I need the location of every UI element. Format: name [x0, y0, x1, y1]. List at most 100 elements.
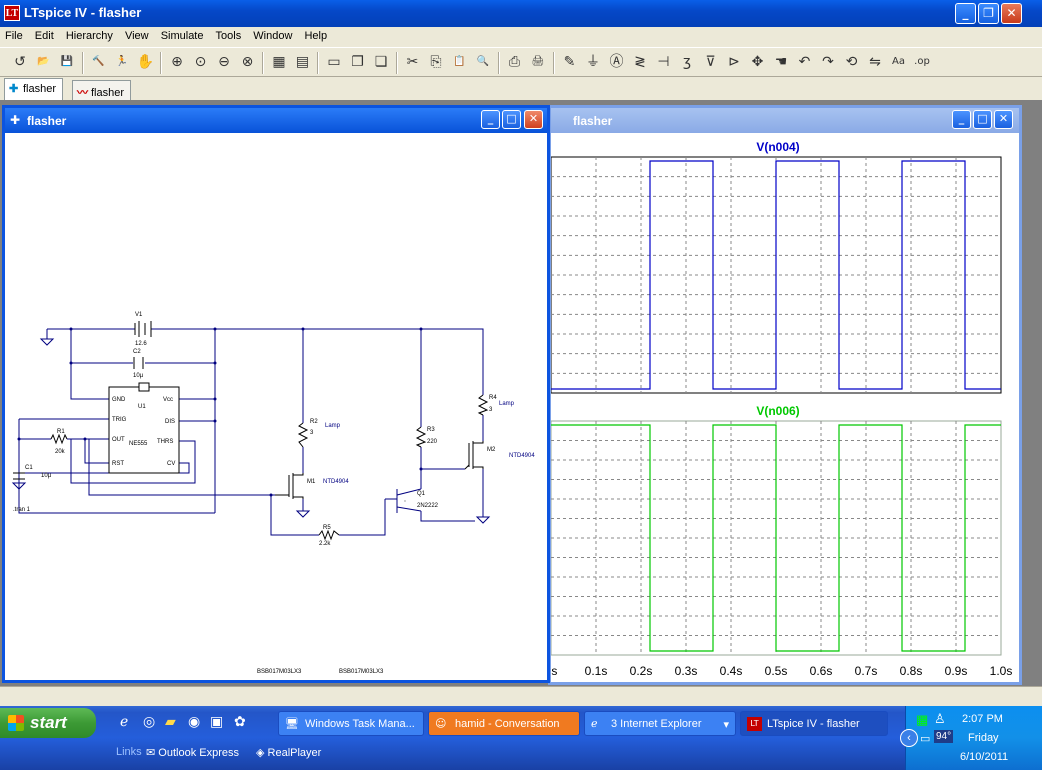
quick-launch-desktop-icon[interactable]: ▣ [210, 714, 224, 730]
outlook-express-link[interactable]: ✉ Outlook Express [146, 746, 239, 759]
wire-icon[interactable]: ✎ [563, 54, 576, 70]
v1-source[interactable] [134, 321, 152, 337]
schematic-minimize-button[interactable]: _ [481, 110, 500, 129]
quick-launch-paint-icon[interactable]: ✿ [234, 714, 246, 730]
save-icon[interactable]: 💾 [60, 56, 74, 67]
menu-tools[interactable]: Tools [215, 30, 242, 42]
mirror-icon[interactable]: ⇋ [869, 54, 881, 70]
zoom-cancel-icon[interactable]: ⊗ [241, 54, 254, 70]
print-setup-icon[interactable]: ⎙ [508, 54, 521, 70]
menu-window[interactable]: Window [253, 30, 293, 42]
menu-view[interactable]: View [124, 30, 149, 42]
trace-title[interactable]: V(n004) [756, 140, 799, 154]
menu-help[interactable]: Help [304, 30, 328, 42]
waveform-window[interactable]: flasher _ □ ✕ V(n004) V(n006) 0s0.1s0.2s… [548, 105, 1022, 685]
r1-resistor[interactable] [50, 433, 68, 445]
waveform-plot[interactable]: V(n004) V(n006) 0s0.1s0.2s0.3s0.4s0.5s0.… [551, 133, 1019, 683]
waveform-close-button[interactable]: ✕ [994, 110, 1013, 129]
weather-temp[interactable]: 94° [934, 730, 954, 743]
r5-resistor[interactable] [318, 529, 340, 541]
clock-time[interactable]: 2:07 PM [962, 713, 1003, 725]
move-icon[interactable]: ✥ [751, 54, 764, 70]
resistor-icon[interactable]: ≷ [634, 54, 646, 70]
label-net-icon[interactable]: Ⓐ [609, 54, 624, 70]
run-icon[interactable]: 🏃 [115, 56, 129, 67]
r4-resistor[interactable] [477, 394, 489, 416]
component-icon[interactable]: ⊳ [728, 54, 740, 70]
tile-horizontal-icon[interactable]: ▭ [327, 54, 341, 70]
realplayer-link[interactable]: ◈ RealPlayer [256, 746, 321, 759]
minimize-button[interactable]: _ [955, 3, 976, 24]
network-icon[interactable]: ▦ [916, 712, 929, 727]
restore-button[interactable]: ❐ [978, 3, 999, 24]
status-bar [0, 686, 1042, 706]
cascade-icon[interactable]: ❐ [351, 54, 364, 70]
autorange-icon[interactable]: ▦ [272, 54, 286, 70]
quick-launch-media-icon[interactable]: ◉ [188, 714, 201, 730]
spice-directive-icon[interactable]: .op [914, 56, 930, 67]
menu-edit[interactable]: Edit [34, 30, 54, 42]
spice-directive[interactable]: .tran 1 [13, 507, 31, 513]
tab-schematic-flasher[interactable]: ✚flasher [4, 78, 64, 100]
zoom-in-icon[interactable]: ⊕ [171, 54, 183, 70]
r2-resistor[interactable] [297, 422, 309, 448]
exit-icon[interactable]: ▤ [295, 54, 310, 70]
menu-simulate[interactable]: Simulate [160, 30, 204, 42]
display-icon[interactable]: ▭ [920, 733, 931, 745]
task-messenger[interactable]: ☺hamid - Conversation [428, 711, 580, 736]
undo-icon[interactable]: ↶ [798, 54, 811, 70]
open-icon[interactable]: 📂 [37, 56, 50, 67]
trace-vn006[interactable] [551, 424, 1001, 652]
open-schematic-icon[interactable]: ↺ [14, 54, 26, 70]
control-panel-icon[interactable]: 🔨 [92, 56, 105, 67]
waveform-minimize-button[interactable]: _ [952, 110, 971, 129]
tab-waveform-flasher[interactable]: 〰flasher [72, 80, 132, 100]
zoom-out-icon[interactable]: ⊖ [218, 54, 230, 70]
trace-vn004[interactable] [551, 160, 1001, 390]
start-button[interactable]: start [0, 708, 96, 738]
trace-title[interactable]: V(n006) [756, 404, 799, 418]
x-tick-label: 0.7s [855, 664, 878, 678]
text-icon[interactable]: Aa [892, 56, 905, 67]
schematic-canvas[interactable]: V1 12.6 C2 10µ U1 NE555 GND TRIG OUT RST… [5, 133, 547, 680]
quick-launch-ie-icon[interactable]: ℯ [120, 714, 129, 730]
cut-icon[interactable]: ✂ [406, 54, 419, 70]
inductor-icon[interactable]: ʒ [682, 54, 692, 70]
ground-icon[interactable]: ⏚ [586, 54, 600, 70]
ltspice-icon[interactable]: LT [4, 5, 20, 21]
redo-icon[interactable]: ↷ [822, 54, 834, 70]
m2-mosfet[interactable] [464, 441, 484, 470]
r3-resistor[interactable] [415, 426, 427, 448]
c1-capacitor[interactable] [13, 472, 25, 480]
halt-icon[interactable]: ✋ [136, 54, 155, 70]
close-button[interactable]: ✕ [1001, 3, 1022, 24]
quick-launch-folder-icon[interactable]: ▰ [165, 714, 176, 730]
print-icon[interactable]: 🖨 [531, 56, 545, 67]
capacitor-icon[interactable]: ⊣ [657, 54, 670, 70]
waveform-window-titlebar[interactable]: flasher _ □ ✕ [551, 108, 1019, 133]
quick-launch-ie2-icon[interactable]: ◎ [143, 714, 156, 730]
schematic-maximize-button[interactable]: □ [502, 110, 521, 129]
m1-mosfet[interactable] [275, 473, 304, 499]
drag-icon[interactable]: ☚ [774, 54, 788, 70]
rotate-icon[interactable]: ⟲ [845, 54, 858, 70]
schematic-window-titlebar[interactable]: ✚ flasher _ □ ✕ [5, 108, 547, 133]
schematic-window[interactable]: ✚ flasher _ □ ✕ [2, 105, 550, 683]
find-icon[interactable]: 🔍 [476, 56, 490, 67]
c2-capacitor[interactable] [133, 357, 144, 369]
tile-vertical-icon[interactable]: ❏ [374, 54, 388, 70]
menu-file[interactable]: File [5, 30, 23, 42]
user-icon[interactable]: ♙ [934, 711, 946, 726]
pan-icon[interactable]: ⊙ [194, 54, 207, 70]
diode-icon[interactable]: ⊽ [705, 54, 716, 70]
paste-icon[interactable]: 📋 [453, 56, 466, 67]
task-task-manager[interactable]: 🖥Windows Task Mana... [278, 711, 424, 736]
menu-hierarchy[interactable]: Hierarchy [65, 30, 113, 42]
chevron-left-icon[interactable]: ‹ [900, 729, 918, 747]
copy-icon[interactable]: ⎘ [430, 54, 442, 70]
r1-value: 20k [55, 449, 66, 455]
schematic-close-button[interactable]: ✕ [524, 110, 543, 129]
waveform-maximize-button[interactable]: □ [973, 110, 992, 129]
